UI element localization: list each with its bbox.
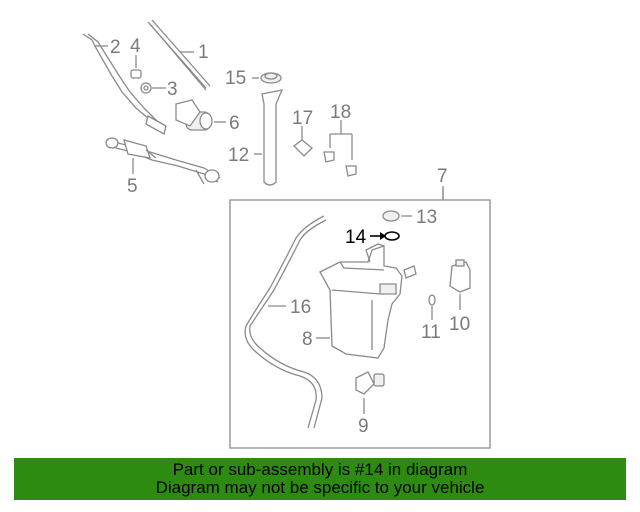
label-14: 14 <box>345 227 367 248</box>
label-7: 7 <box>437 166 448 187</box>
label-6: 6 <box>229 113 240 134</box>
label-5: 5 <box>127 176 138 197</box>
grommet-part <box>382 210 412 222</box>
label-13: 13 <box>416 207 437 228</box>
o-ring-part <box>370 231 400 241</box>
label-2: 2 <box>110 37 121 58</box>
wiper-blade-part <box>147 19 211 91</box>
level-sensor-part <box>355 371 385 414</box>
footer-line-2: Diagram may not be specific to your vehi… <box>155 478 485 497</box>
label-10: 10 <box>449 314 470 335</box>
seal-part <box>428 294 436 320</box>
cap-part <box>130 55 142 79</box>
filler-cap-part <box>252 72 282 84</box>
reservoir-tank-part <box>316 243 417 359</box>
nozzle-part <box>323 120 357 177</box>
washer-pump-part <box>449 259 471 310</box>
footer-banner: Part or sub-assembly is #14 in diagram D… <box>14 458 626 500</box>
label-12: 12 <box>228 145 249 166</box>
hose-part <box>244 215 327 429</box>
wiper-arm-part <box>82 33 167 135</box>
footer-line-1: Part or sub-assembly is #14 in diagram <box>172 460 468 479</box>
nut-part <box>140 82 152 94</box>
filler-neck-part <box>254 89 284 186</box>
wiper-linkage-part <box>105 137 221 185</box>
parts-diagram: 1 2 3 4 5 6 7 8 9 10 11 12 13 14 15 16 1… <box>82 19 491 449</box>
label-18: 18 <box>330 102 351 123</box>
connector-part <box>293 126 313 157</box>
label-11: 11 <box>421 322 441 343</box>
label-3: 3 <box>167 79 178 100</box>
label-17: 17 <box>292 108 313 129</box>
label-1: 1 <box>198 42 209 63</box>
label-4: 4 <box>130 36 141 57</box>
label-16: 16 <box>290 297 311 318</box>
wiper-motor-part <box>175 99 226 131</box>
label-9: 9 <box>358 416 369 437</box>
label-8: 8 <box>302 329 313 350</box>
label-15: 15 <box>225 68 246 89</box>
